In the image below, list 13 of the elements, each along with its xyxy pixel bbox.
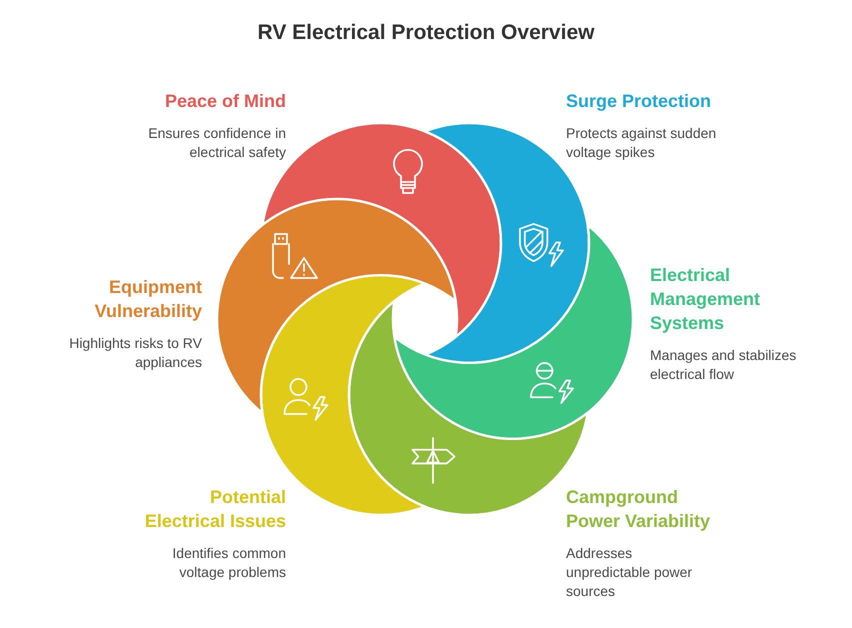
segment-description: Identifies common voltage problems — [171, 544, 286, 582]
segment-description: Manages and stabilizes electrical flow — [650, 346, 798, 384]
segment-heading: Surge Protection — [566, 90, 712, 113]
segment-description: Protects against sudden voltage spikes — [566, 124, 718, 162]
segment-heading: Equipment Vulnerability — [94, 276, 202, 323]
segment-heading: Peace of Mind — [164, 90, 286, 113]
segment-description: Addresses unpredictable power sources — [566, 544, 694, 601]
segment-description: Ensures confidence in electrical safety — [147, 124, 286, 162]
segment-heading: Potential Electrical Issues — [144, 486, 286, 533]
segment-heading: Electrical Management Systems — [650, 264, 762, 335]
segment-description: Highlights risks to RV appliances — [68, 334, 202, 372]
segment-heading: Campground Power Variability — [566, 486, 712, 533]
diagram-title: RV Electrical Protection Overview — [258, 21, 594, 45]
